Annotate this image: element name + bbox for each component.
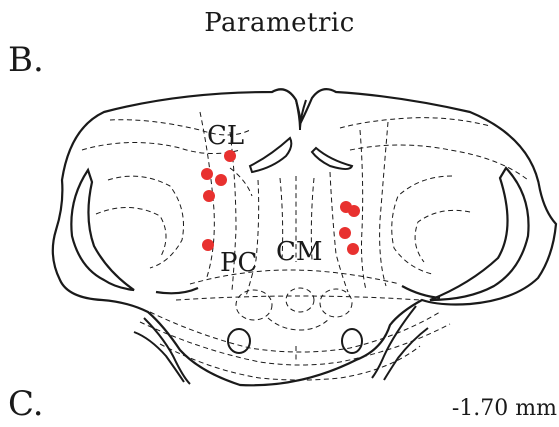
recording-site-marker bbox=[202, 239, 214, 251]
recording-site-marker bbox=[201, 168, 213, 180]
left-oval bbox=[228, 329, 250, 353]
right-lower-arc bbox=[402, 286, 440, 298]
right-ventricle bbox=[312, 148, 352, 169]
recording-site-marker bbox=[224, 150, 236, 162]
left-lateral-arc bbox=[71, 170, 134, 290]
left-ventricle bbox=[250, 138, 291, 172]
label-cm: CM bbox=[276, 237, 323, 267]
right-lateral-arc bbox=[430, 168, 529, 300]
right-oval bbox=[342, 329, 362, 353]
recording-site-marker bbox=[348, 205, 360, 217]
left-tail-inner bbox=[134, 332, 184, 382]
recording-site-marker bbox=[203, 190, 215, 202]
right-tail bbox=[372, 306, 416, 378]
left-tail bbox=[144, 318, 190, 384]
label-cl: CL bbox=[207, 121, 244, 151]
recording-site-marker bbox=[215, 174, 227, 186]
recording-site-marker bbox=[347, 243, 359, 255]
label-pc: PC bbox=[220, 248, 257, 278]
recording-site-marker bbox=[339, 227, 351, 239]
left-lower-arc bbox=[156, 288, 198, 293]
